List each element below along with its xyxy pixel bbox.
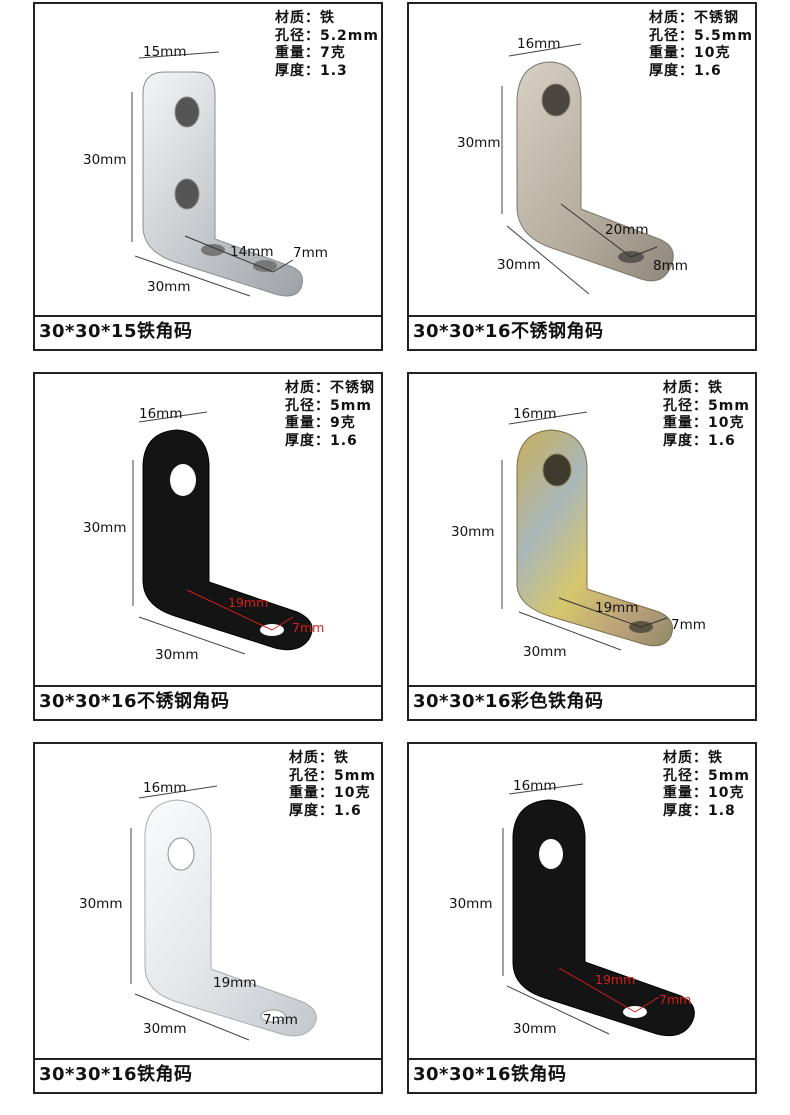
spec-material: 材质：铁 <box>289 750 349 766</box>
hole <box>541 83 571 117</box>
dim-top: 16mm <box>139 406 182 422</box>
bracket-image-2: 16mm 30mm 30mm 20mm 8mm <box>457 36 688 295</box>
spec-list: 材质：铁 孔径：5mm 重量：10克 厚度：1.8 <box>663 750 750 820</box>
dim-bottom: 30mm <box>147 279 190 295</box>
bracket-shape <box>142 429 313 651</box>
spec-thickness: 厚度：1.6 <box>285 432 358 449</box>
spec-list: 材质：铁 孔径：5mm 重量：10克 厚度：1.6 <box>663 380 750 450</box>
card-title: 30*30*16不锈钢角码 <box>409 315 755 349</box>
dim-hole: 7mm <box>659 992 691 1007</box>
spec-weight: 重量：10克 <box>663 785 745 801</box>
dim-left: 30mm <box>83 152 126 168</box>
dim-bottom: 30mm <box>155 647 198 663</box>
bracket-image-5: 16mm 30mm 30mm 19mm 7mm <box>79 780 317 1041</box>
spec-hole-diameter: 孔径：5mm <box>285 397 372 414</box>
spec-material: 材质：铁 <box>663 380 723 396</box>
hole <box>201 244 225 256</box>
spec-weight: 重量：7克 <box>275 45 346 61</box>
bracket-shape <box>144 799 317 1037</box>
dim-inner: 20mm <box>605 222 648 238</box>
spec-weight: 重量：10克 <box>649 45 731 61</box>
spec-weight: 重量：10克 <box>663 415 745 431</box>
card-title: 30*30*16铁角码 <box>35 1058 381 1092</box>
dim-bottom: 30mm <box>523 644 566 660</box>
dim-inner: 19mm <box>213 975 256 991</box>
product-card-2: 16mm 30mm 30mm 20mm 8mm 材质：不锈钢 孔径：5.5mm … <box>407 2 757 351</box>
bracket-shape <box>516 61 674 282</box>
dim-inner: 19mm <box>228 595 268 610</box>
bracket-image-3: 16mm 30mm 30mm 19mm 7mm <box>83 406 324 663</box>
hole <box>174 178 200 210</box>
product-card-5: 16mm 30mm 30mm 19mm 7mm 材质：铁 孔径：5mm 重量：1… <box>33 742 383 1094</box>
hole <box>253 260 277 272</box>
spec-material: 材质：不锈钢 <box>285 380 375 396</box>
dim-bottom: 30mm <box>497 257 540 273</box>
spec-thickness: 厚度：1.6 <box>289 802 362 819</box>
dim-inner: 19mm <box>595 972 635 987</box>
hole <box>260 1009 286 1023</box>
card-title: 30*30*16不锈钢角码 <box>35 685 381 719</box>
dim-hole: 7mm <box>263 1012 298 1028</box>
card-title: 30*30*16彩色铁角码 <box>409 685 755 719</box>
dim-bottom: 30mm <box>143 1021 186 1037</box>
dim-left: 30mm <box>457 135 500 151</box>
dim-hole: 7mm <box>293 245 328 261</box>
dim-left: 30mm <box>79 896 122 912</box>
spec-hole-diameter: 孔径：5.2mm <box>275 27 379 44</box>
dim-hole: 8mm <box>653 258 688 274</box>
spec-hole-diameter: 孔径：5mm <box>663 397 750 414</box>
card-title: 30*30*15铁角码 <box>35 315 381 349</box>
card-title: 30*30*16铁角码 <box>409 1058 755 1092</box>
dim-top: 16mm <box>143 780 186 796</box>
spec-weight: 重量：9克 <box>285 415 356 431</box>
spec-hole-diameter: 孔径：5mm <box>663 767 750 784</box>
dim-left: 30mm <box>83 520 126 536</box>
dim-top: 16mm <box>517 36 560 52</box>
spec-material: 材质：铁 <box>663 750 723 766</box>
hole <box>170 464 196 496</box>
product-card-3: 16mm 30mm 30mm 19mm 7mm 材质：不锈钢 孔径：5mm 重量… <box>33 372 383 721</box>
dim-left: 30mm <box>451 524 494 540</box>
dim-top: 16mm <box>513 406 556 422</box>
spec-list: 材质：不锈钢 孔径：5mm 重量：9克 厚度：1.6 <box>285 380 375 450</box>
spec-list: 材质：不锈钢 孔径：5.5mm 重量：10克 厚度：1.6 <box>649 10 753 80</box>
spec-list: 材质：铁 孔径：5.2mm 重量：7克 厚度：1.3 <box>275 10 379 80</box>
spec-material: 材质：铁 <box>275 10 335 26</box>
spec-weight: 重量：10克 <box>289 785 371 801</box>
product-card-4: 16mm 30mm 30mm 19mm 7mm 材质：铁 孔径：5mm 重量：1… <box>407 372 757 721</box>
hole <box>542 453 572 487</box>
bracket-image-1: 15mm 30mm 30mm 14mm 7mm <box>83 44 328 297</box>
dim-inner: 14mm <box>230 244 273 260</box>
spec-thickness: 厚度：1.6 <box>663 432 736 449</box>
spec-hole-diameter: 孔径：5mm <box>289 767 376 784</box>
dim-inner: 19mm <box>595 600 638 616</box>
dim-hole: 7mm <box>292 620 324 635</box>
spec-material: 材质：不锈钢 <box>649 10 739 26</box>
dim-left: 30mm <box>449 896 492 912</box>
product-card-1: 15mm 30mm 30mm 14mm 7mm 材质：铁 孔径：5.2mm 重量… <box>33 2 383 351</box>
hole <box>174 96 200 128</box>
hole <box>539 839 563 869</box>
product-card-6: 16mm 30mm 30mm 19mm 7mm 材质：铁 孔径：5mm 重量：1… <box>407 742 757 1094</box>
dim-top: 15mm <box>143 44 186 60</box>
spec-list: 材质：铁 孔径：5mm 重量：10克 厚度：1.6 <box>289 750 376 820</box>
spec-thickness: 厚度：1.8 <box>663 802 736 819</box>
spec-thickness: 厚度：1.3 <box>275 62 348 79</box>
hole <box>167 837 195 871</box>
dim-top: 16mm <box>513 778 556 794</box>
spec-hole-diameter: 孔径：5.5mm <box>649 27 753 44</box>
bracket-image-6: 16mm 30mm 30mm 19mm 7mm <box>449 778 695 1037</box>
spec-thickness: 厚度：1.6 <box>649 62 722 79</box>
bracket-image-4: 16mm 30mm 30mm 19mm 7mm <box>451 406 706 660</box>
dim-bottom: 30mm <box>513 1021 556 1037</box>
dim-hole: 7mm <box>671 617 706 633</box>
bracket-shape <box>142 71 304 297</box>
